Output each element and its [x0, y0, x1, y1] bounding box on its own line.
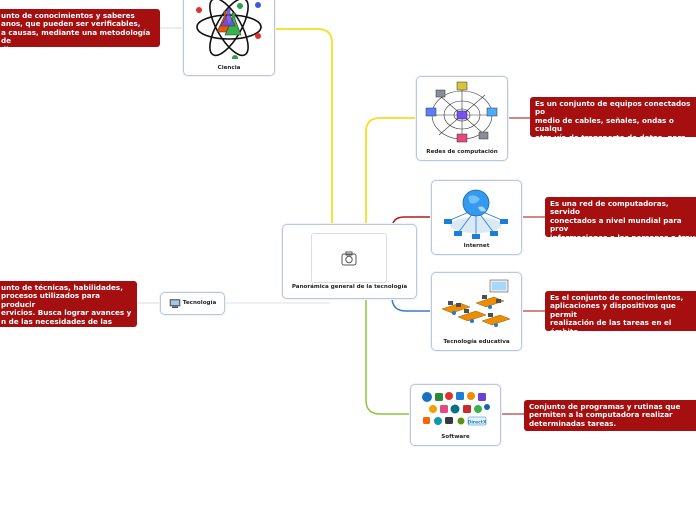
- globe-network-icon: [444, 189, 508, 239]
- node-tecnologia[interactable]: Tecnología: [160, 292, 225, 315]
- note-ciencia[interactable]: unto de conocimientos y saberes anos, qu…: [0, 9, 160, 53]
- node-tecno-edu[interactable]: Tecnología educativa: [431, 272, 522, 351]
- computer-icon: [169, 299, 181, 308]
- node-ciencia[interactable]: Ciencia: [183, 0, 275, 76]
- classroom-icon: [441, 279, 511, 327]
- network-icon: [425, 81, 498, 143]
- central-topic-title: Panorámica general de la tecnología: [291, 284, 408, 290]
- app-icons-icon: DirectX: [422, 392, 490, 426]
- node-ciencia-label: Ciencia: [217, 65, 241, 71]
- node-internet[interactable]: Internet: [431, 180, 522, 255]
- node-software-label: Software: [441, 434, 470, 440]
- node-redes-label: Redes de computación: [426, 149, 498, 155]
- node-software[interactable]: DirectX Software: [410, 384, 501, 446]
- note-software[interactable]: Conjunto de programas y rutinas que perm…: [524, 400, 696, 431]
- camera-icon: [341, 251, 357, 266]
- svg-text:DirectX: DirectX: [468, 420, 487, 426]
- branch-line-tecno-edu: [391, 296, 430, 312]
- atom-flask-icon: [196, 0, 262, 61]
- note-tecnologia[interactable]: unto de técnicas, habilidades, procesos …: [0, 281, 137, 327]
- central-topic[interactable]: Panorámica general de la tecnología: [282, 224, 417, 299]
- branch-line-ciencia: [274, 28, 333, 225]
- note-internet[interactable]: Es una red de computadoras, servido cone…: [545, 197, 696, 250]
- note-tecno-edu[interactable]: Es el conjunto de conocimientos, aplicac…: [545, 291, 696, 344]
- note-redes[interactable]: Es un conjunto de equipos conectados po …: [530, 97, 696, 150]
- node-tecnologia-label: Tecnología: [182, 300, 217, 306]
- branch-line-software: [365, 297, 410, 415]
- central-image-placeholder: [311, 233, 387, 283]
- node-tecno-edu-label: Tecnología educativa: [443, 339, 510, 345]
- node-internet-label: Internet: [463, 243, 490, 249]
- branch-line-redes: [365, 117, 415, 225]
- node-redes[interactable]: Redes de computación: [416, 76, 508, 161]
